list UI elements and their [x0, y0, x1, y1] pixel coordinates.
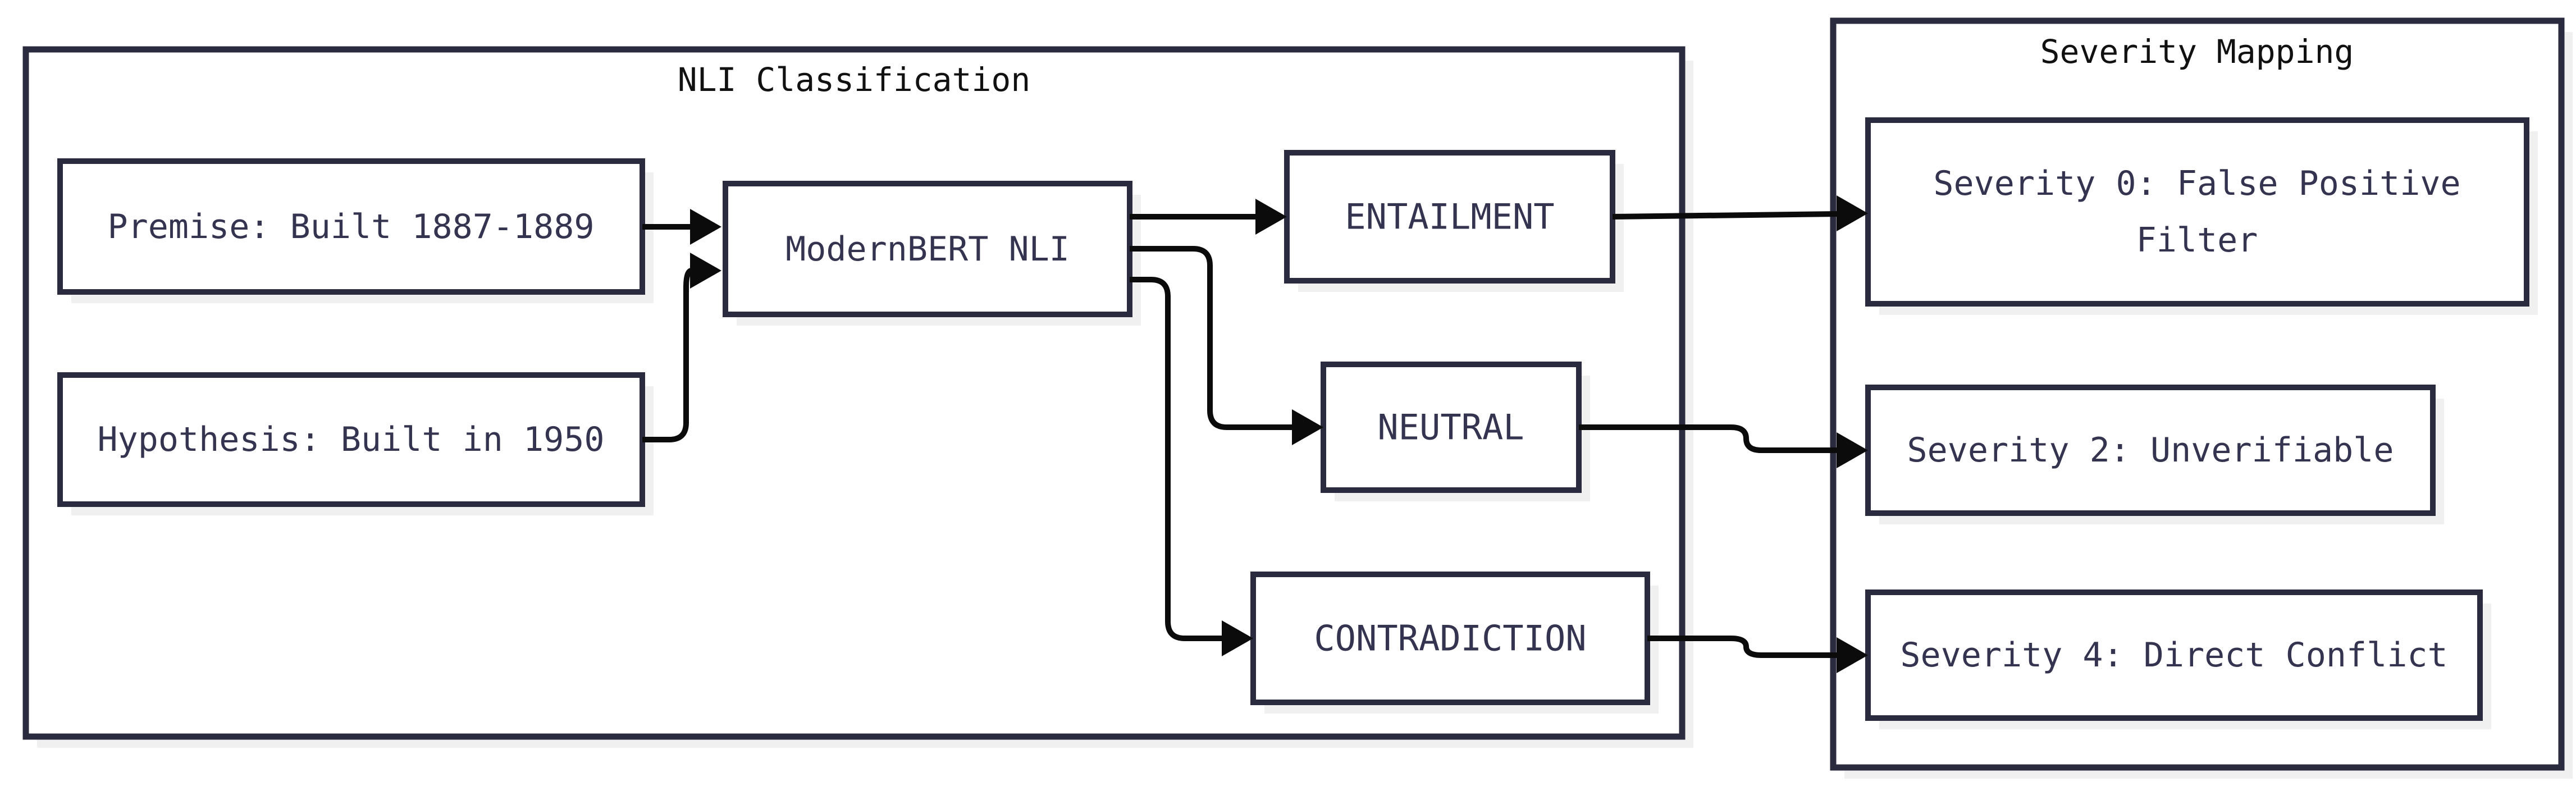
severity0-label-line2: Filter: [2136, 221, 2258, 260]
severity4-node: [1865, 590, 2483, 721]
arrowhead-hypothesis-to-model-icon: [690, 253, 721, 289]
entailment-label: ENTAILMENT: [1345, 196, 1554, 237]
arrowhead-model-to-entailment-icon: [1255, 199, 1287, 235]
premise-node: [57, 158, 645, 295]
severity4-label: Severity 4: Direct Conflict: [1900, 636, 2447, 675]
nli-classification-title: NLI Classification: [678, 61, 1031, 99]
severity-mapping-title: Severity Mapping: [2040, 33, 2354, 71]
arrowhead-entailment-to-severity0-icon: [1837, 195, 1868, 231]
premise-label: Premise: Built 1887-1889: [108, 207, 595, 246]
neutral-node: [1321, 362, 1582, 493]
arrowhead-premise-to-model-icon: [690, 209, 721, 245]
model-label: ModernBERT NLI: [785, 230, 1070, 269]
edge-entailment-to-severity0: [1612, 211, 1839, 220]
arrowhead-model-to-neutral-icon: [1292, 409, 1323, 445]
model-node: [723, 181, 1132, 317]
edge-contradiction-to-severity4: [1647, 636, 1839, 658]
arrowhead-model-to-contradiction-icon: [1222, 620, 1253, 656]
contradiction-label: CONTRADICTION: [1314, 618, 1586, 659]
severity2-node: [1865, 385, 2436, 516]
edge-neutral-to-severity2: [1579, 424, 1839, 453]
severity0-node: [1865, 117, 2529, 307]
neutral-label: NEUTRAL: [1377, 407, 1524, 448]
severity0-label-line1: Severity 0: False Positive: [1933, 164, 2460, 203]
edge-hypothesis-to-model: [642, 268, 692, 442]
hypothesis-label: Hypothesis: Built in 1950: [97, 420, 604, 459]
arrowhead-contradiction-to-severity4-icon: [1837, 637, 1868, 673]
severity2-label: Severity 2: Unverifiable: [1907, 431, 2394, 470]
contradiction-node: [1250, 572, 1650, 705]
arrowhead-neutral-to-severity2-icon: [1837, 432, 1868, 468]
edge-model-to-contradiction: [1130, 277, 1224, 641]
edge-model-to-neutral: [1130, 246, 1294, 430]
